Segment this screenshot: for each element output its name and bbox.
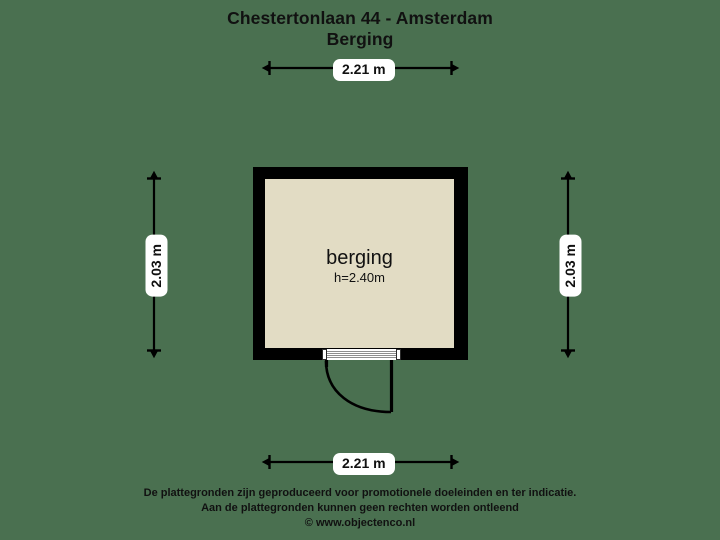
plan-title-block: Chestertonlaan 44 - Amsterdam Berging	[0, 8, 720, 49]
dimension-label-top: 2.21 m	[333, 59, 395, 81]
room-ceiling-height: h=2.40m	[334, 270, 385, 285]
room-floor	[265, 179, 454, 348]
room-label-group: berging h=2.40m	[265, 247, 454, 288]
dimension-label-left: 2.03 m	[146, 235, 168, 297]
disclaimer: De plattegronden zijn geproduceerd voor …	[0, 486, 720, 531]
dimension-label-right: 2.03 m	[560, 235, 582, 297]
disclaimer-line-3: © www.objectenco.nl	[304, 516, 416, 529]
dimension-label-bottom: 2.21 m	[333, 453, 395, 475]
page-title: Chestertonlaan 44 - Amsterdam	[227, 8, 493, 28]
disclaimer-line-1: De plattegronden zijn geproduceerd voor …	[143, 487, 577, 499]
room-name: berging	[326, 247, 393, 269]
page-subtitle: Berging	[326, 28, 394, 49]
disclaimer-line-2: Aan de plattegronden kunnen geen rechten…	[201, 501, 519, 514]
